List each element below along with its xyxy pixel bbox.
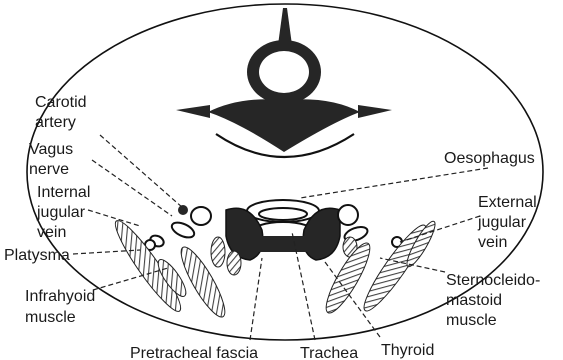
- label-trachea: Trachea: [300, 345, 358, 360]
- label-oesophagus: Oesophagus: [444, 150, 535, 167]
- label-infrahyoid: Infrahyoid muscle: [25, 288, 100, 326]
- label-thyroid: Thyroid: [381, 342, 434, 359]
- label-sternocleidomastoid: Sternocleido- mastoid muscle: [446, 272, 545, 329]
- label-pretracheal: Pretracheal fascia: [130, 345, 258, 360]
- label-platysma: Platysma: [4, 247, 70, 264]
